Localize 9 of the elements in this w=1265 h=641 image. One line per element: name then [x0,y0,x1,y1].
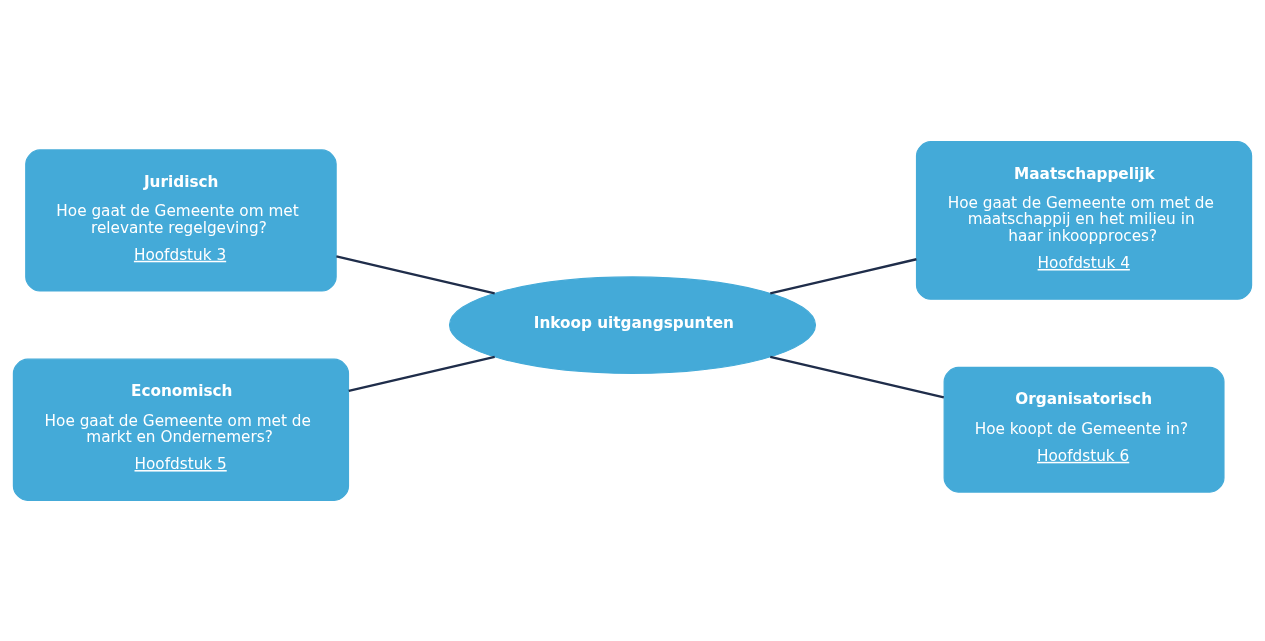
connector [348,355,495,392]
connector [770,355,945,398]
node-box: Organisatorisch Hoe koopt de Gemeente in? Hoofdstuk 6 [943,366,1225,493]
connector [770,257,917,294]
node-box: Maatschappelijk Hoe gaat de Gemeente om met de maatschappij en het milieu in haar inkoopproces? Hoofdstuk 4 [915,140,1253,300]
node-box: Juridisch Hoe gaat de Gemeente om met relevante regelgeving? Hoofdstuk 3 [25,148,337,292]
node-box: Economisch Hoe gaat de Gemeente om met de markt en Ondernemers? Hoofdstuk 5 [12,358,350,501]
node-ellipse: Inkoop uitgangspunten [448,275,817,374]
connector [336,254,495,294]
